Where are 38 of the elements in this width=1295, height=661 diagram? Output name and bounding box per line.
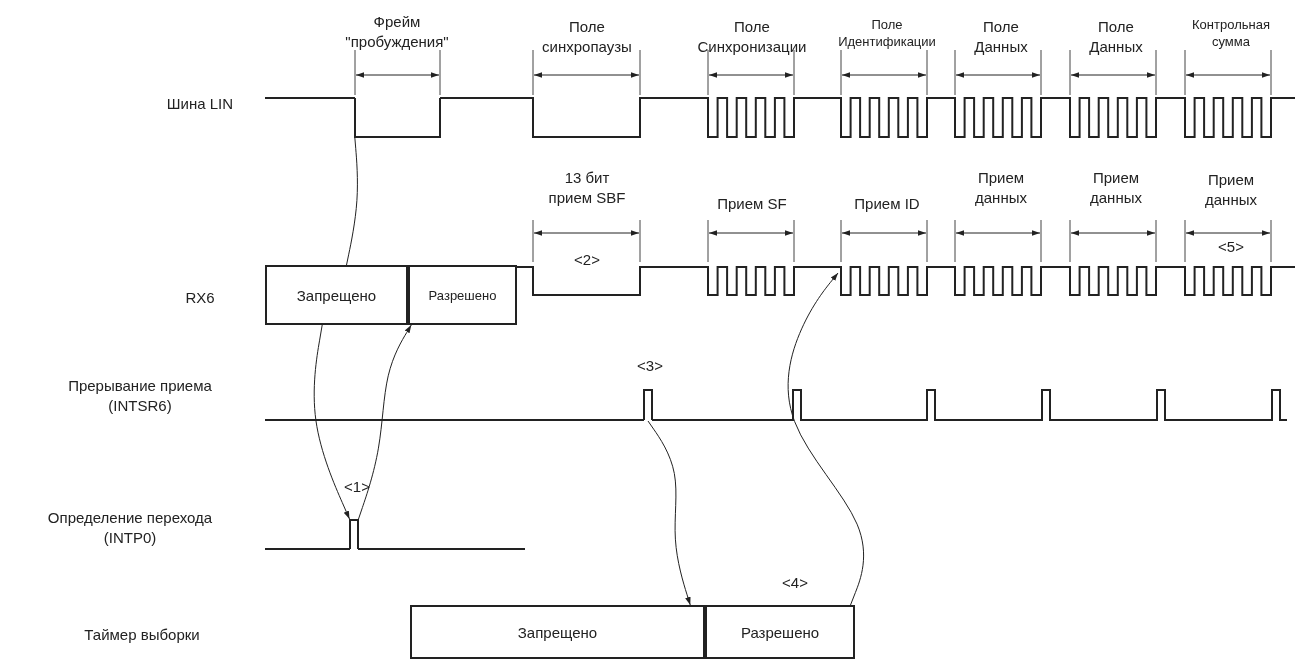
state-text: Запрещено: [517, 623, 598, 641]
field-label: 13 бит прием SBF: [547, 168, 627, 207]
step-number: <2>: [573, 250, 601, 270]
field-label: Фрейм "пробуждения": [344, 12, 450, 51]
field-label: Прием SF: [716, 194, 788, 214]
state-text: Разрешено: [428, 287, 497, 303]
signal-pulse: [354, 97, 441, 138]
field-label: Поле Синхронизации: [696, 17, 808, 56]
field-label: Прием данных: [1204, 170, 1258, 209]
state-box: [408, 265, 517, 325]
signal-label: Определение перехода (INTP0): [46, 508, 214, 547]
signal-label: Шина LIN: [165, 94, 235, 114]
field-label: Контрольная сумма: [1191, 17, 1271, 51]
field-label: Прием данных: [974, 168, 1028, 207]
field-label: Поле Идентификации: [837, 17, 937, 51]
state-box: [705, 605, 855, 659]
signal-label: Прерывание приема (INTSR6): [67, 376, 213, 415]
signal-pulse: [643, 389, 653, 421]
arrow: [313, 324, 350, 520]
field-label: Прием данных: [1089, 168, 1143, 207]
field-label: Прием ID: [853, 194, 921, 214]
signal-label: Таймер выборки: [83, 625, 201, 645]
state-text: Запрещено: [296, 286, 377, 304]
arrow: [787, 272, 865, 606]
step-number: <5>: [1217, 237, 1245, 257]
field-label: Поле Данных: [973, 17, 1029, 56]
arrow: [647, 420, 691, 606]
state-box: [410, 605, 705, 659]
field-label: Поле Данных: [1088, 17, 1144, 56]
step-number: <3>: [636, 357, 664, 374]
step-number: <1>: [343, 478, 371, 495]
state-box: [265, 265, 408, 325]
arrow: [358, 324, 412, 520]
state-text: Разрешено: [740, 623, 820, 641]
signal-label: RX6: [184, 288, 216, 308]
signal-pulse: [349, 519, 359, 550]
field-label: Поле синхропаузы: [541, 17, 633, 56]
step-number: <4>: [781, 574, 809, 591]
